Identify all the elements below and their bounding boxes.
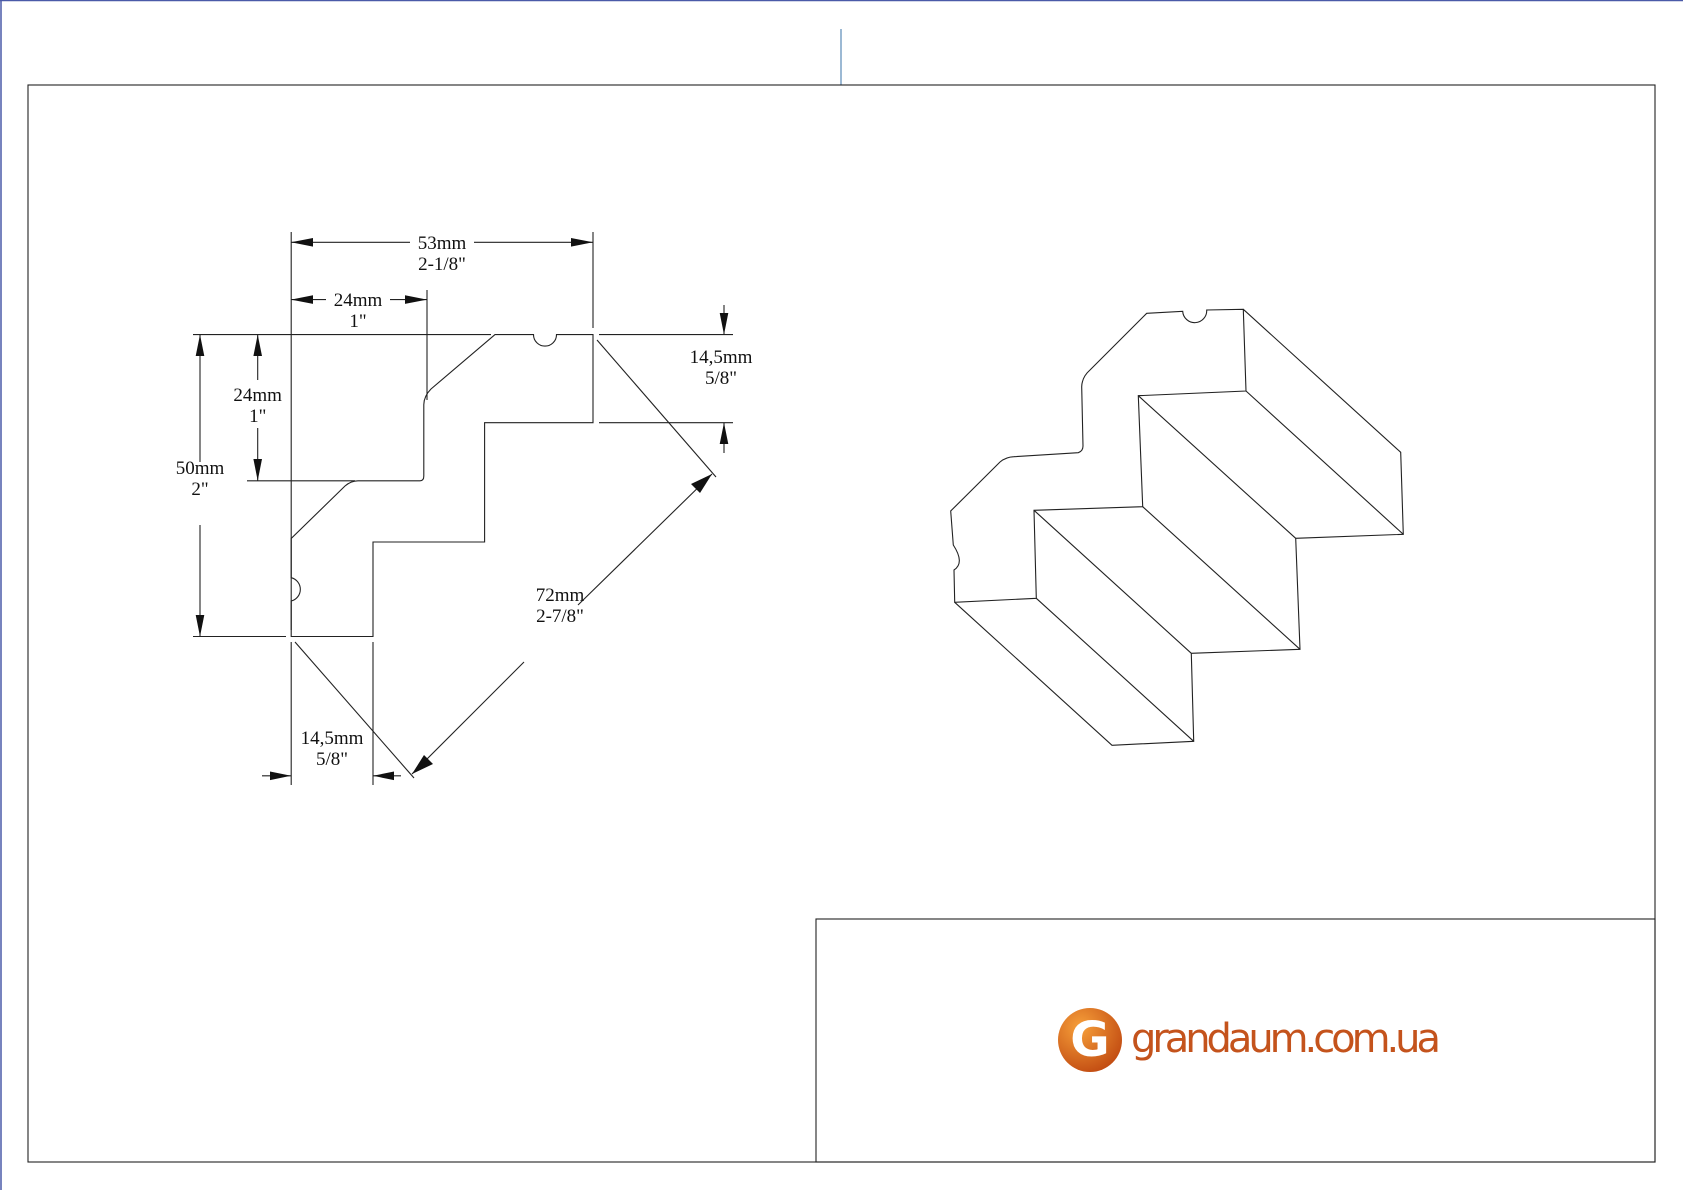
dim-inner-width-mm: 24mm	[334, 290, 383, 311]
dim-bottom-step-inch: 5/8"	[316, 749, 348, 770]
dim-overall-height-inch: 2"	[191, 479, 208, 500]
dim-inner-width-inch: 1"	[349, 311, 366, 332]
profile-outline	[290, 334, 594, 638]
profile-section	[290, 334, 594, 638]
drawing-frame	[27, 84, 1656, 1163]
isometric-front-face	[950, 308, 1247, 603]
dim-right-step-inch: 5/8"	[705, 368, 737, 389]
isometric-depth-edges	[954, 308, 1404, 746]
dimension-lines	[195, 238, 729, 781]
dim-diagonal-mm: 72mm	[536, 585, 585, 606]
dim-right-step-mm: 14,5mm	[690, 347, 753, 368]
title-block	[815, 918, 1656, 1163]
logo-g-icon	[1058, 1008, 1122, 1072]
dim-overall-height-mm: 50mm	[176, 458, 225, 479]
dim-inner-height-inch: 1"	[249, 406, 266, 427]
logo-letter: G	[1070, 1012, 1109, 1068]
extension-lines	[193, 232, 733, 785]
isometric-view	[950, 308, 1404, 746]
dim-overall-width-inch: 2-1/8"	[418, 254, 466, 275]
dim-diagonal-inch: 2-7/8"	[536, 606, 584, 627]
brand-logo[interactable]: G grandaum.com.ua	[1058, 1008, 1441, 1072]
website-text[interactable]: grandaum.com.ua	[1131, 1016, 1441, 1062]
dim-bottom-step-mm: 14,5mm	[301, 728, 364, 749]
dim-inner-height-mm: 24mm	[233, 385, 282, 406]
dim-overall-width-mm: 53mm	[418, 233, 467, 254]
